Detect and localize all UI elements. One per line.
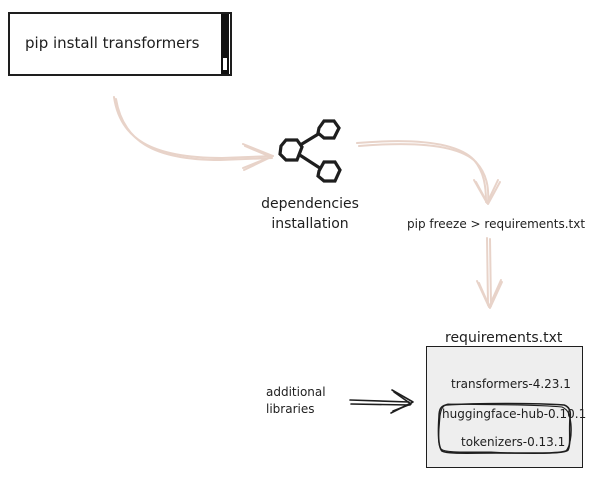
dependencies-installation-label: dependencies installation: [255, 194, 365, 234]
added-libraries-outline: [437, 402, 572, 454]
package-tokenizers: tokenizers-0.13.1: [461, 435, 566, 449]
arrow-node-to-freeze: [356, 140, 501, 205]
terminal-command-box: pip install transformers: [8, 12, 232, 76]
node-label-line1: dependencies: [261, 196, 359, 212]
package-transformers: transformers-4.23.1: [451, 377, 571, 391]
arrow-libraries-to-box: [349, 389, 414, 414]
additional-libraries-line2: libraries: [266, 402, 315, 416]
arrow-command-to-node: [113, 96, 274, 171]
pip-freeze-command: pip freeze > requirements.txt: [407, 217, 586, 231]
pip-install-command: pip install transformers: [25, 34, 200, 52]
arrow-freeze-to-requirements: [476, 237, 503, 309]
additional-libraries-label: additional libraries: [266, 384, 326, 418]
text-cursor-icon: [221, 14, 229, 74]
node-label-line2: installation: [271, 216, 349, 232]
share-network-icon: [278, 119, 342, 183]
additional-libraries-line1: additional: [266, 385, 326, 399]
requirements-title: requirements.txt: [445, 330, 563, 346]
package-huggingface-hub: huggingface-hub-0.10.1: [442, 407, 587, 421]
cursor-notch: [223, 58, 227, 70]
